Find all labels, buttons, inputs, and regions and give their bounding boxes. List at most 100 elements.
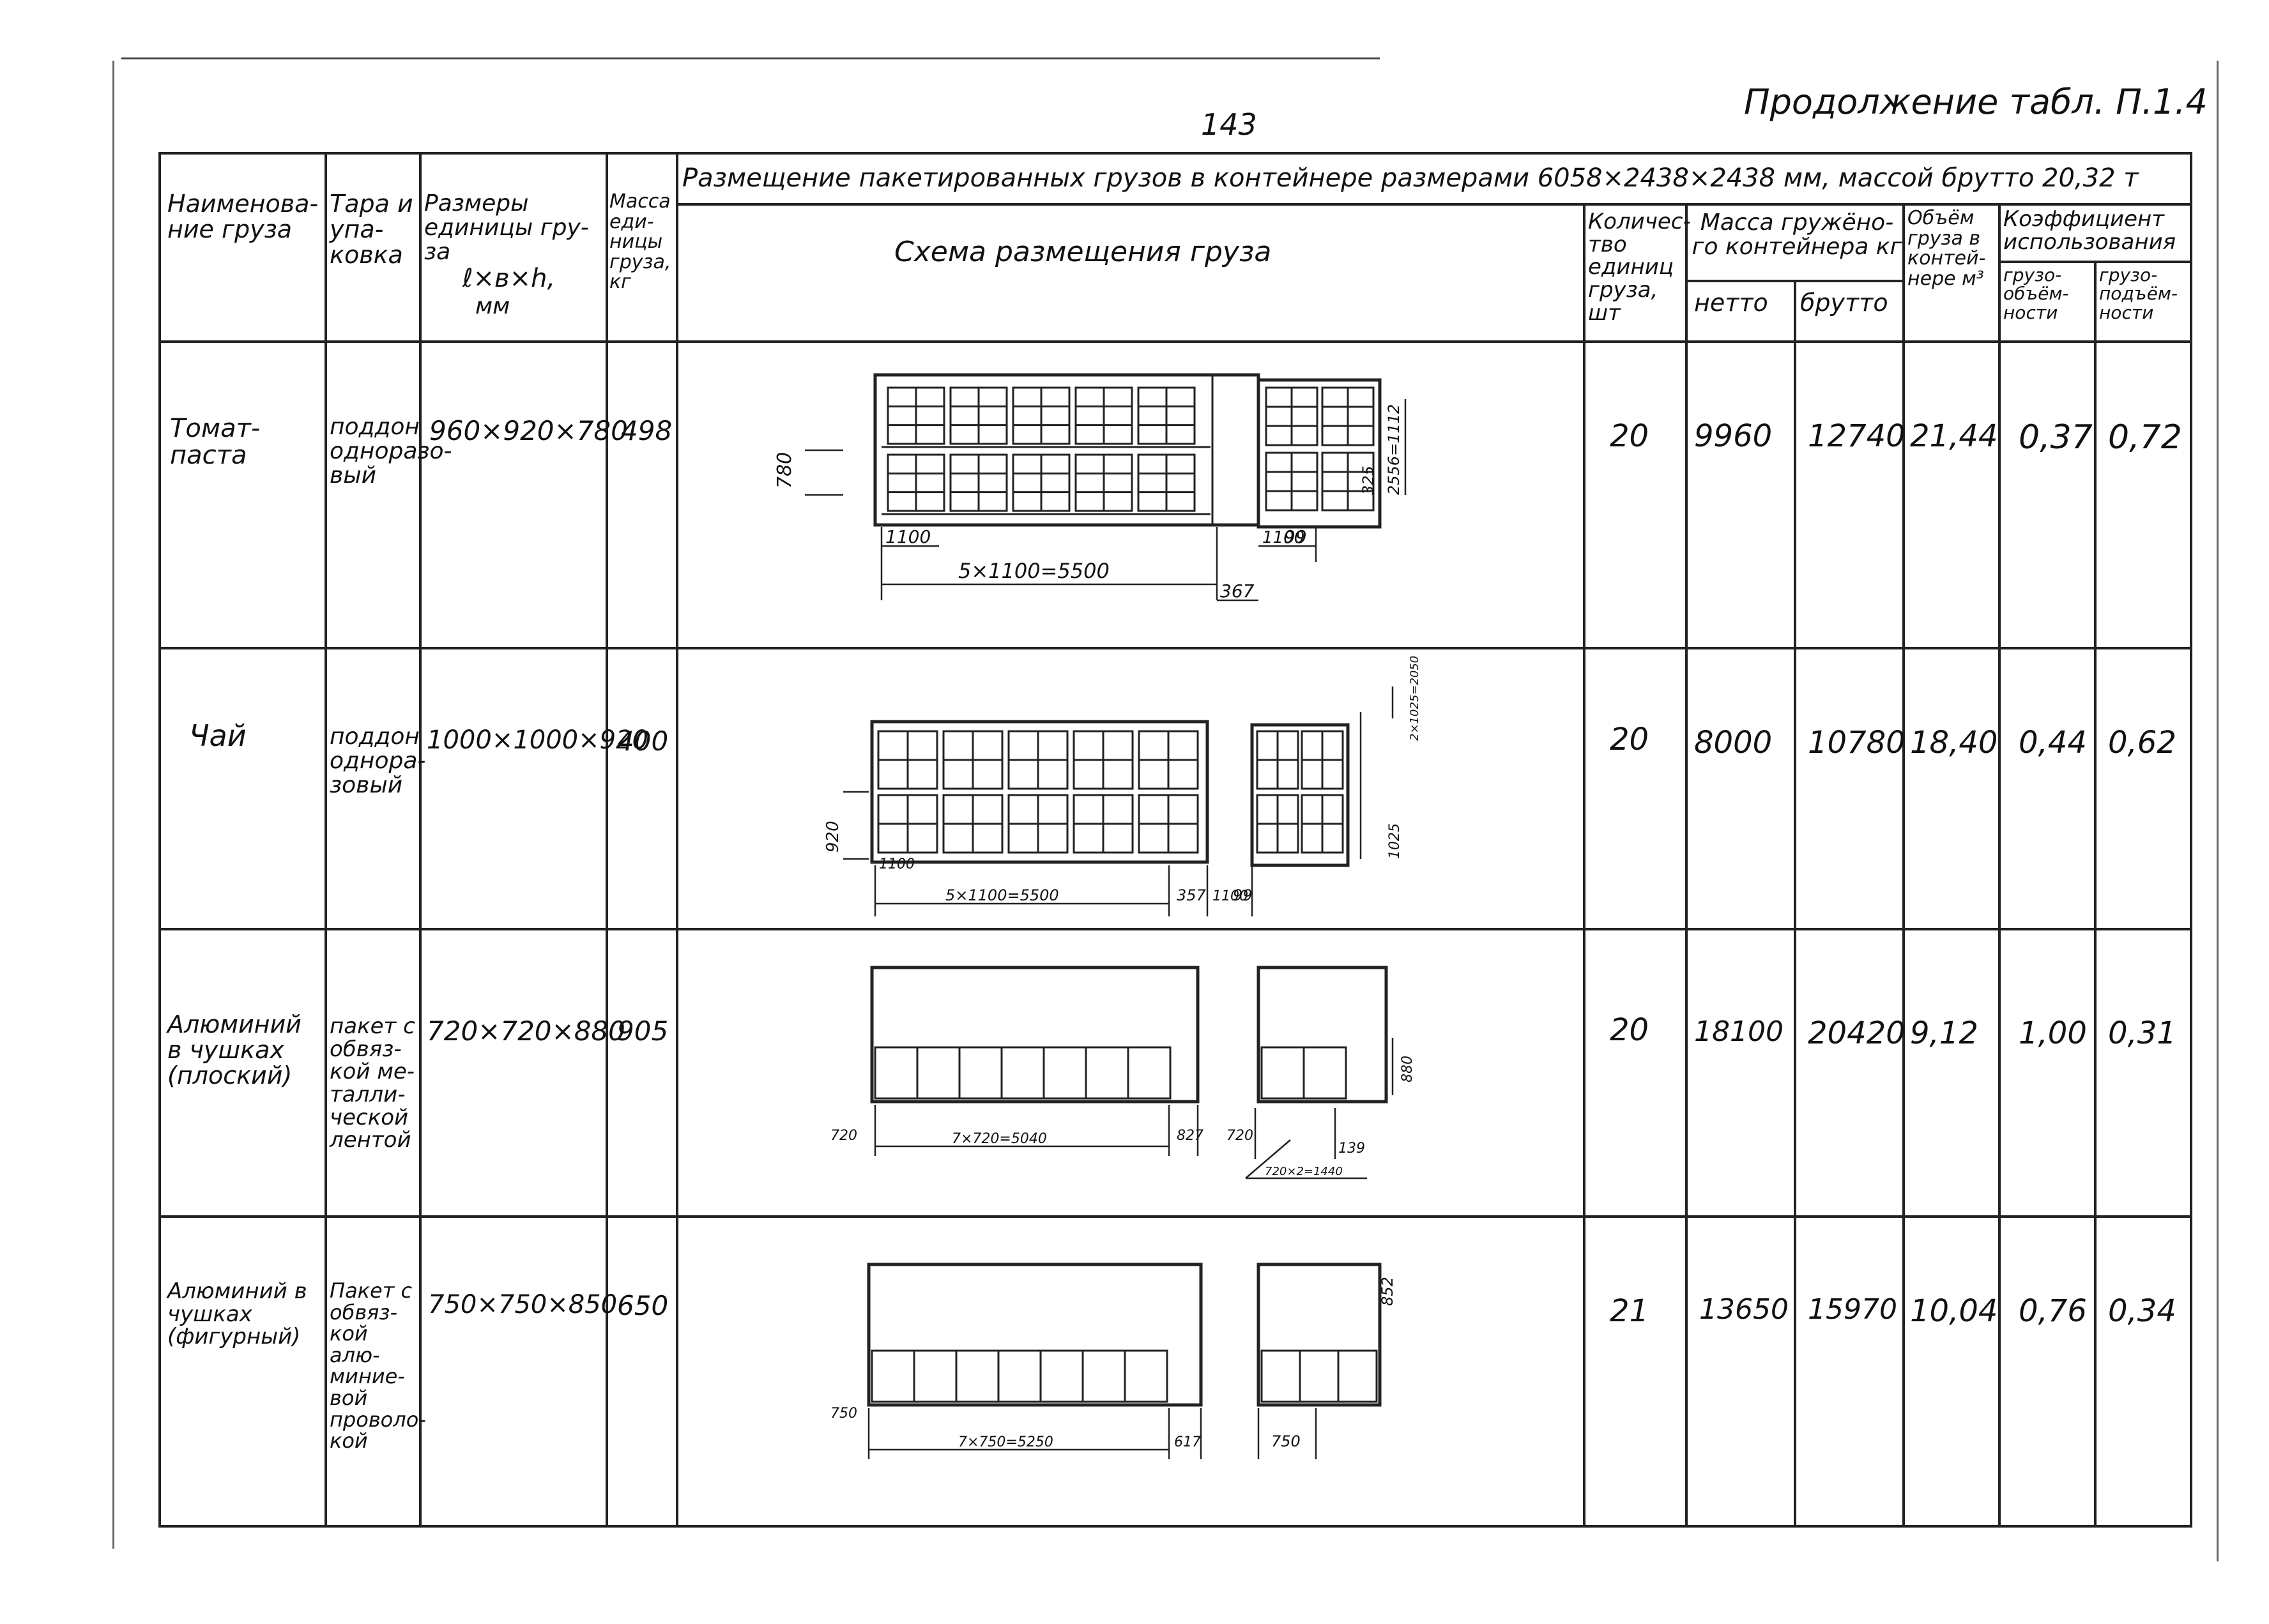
dim-label: 325 bbox=[1359, 466, 1377, 495]
cargo-unit-mass: 498 bbox=[621, 415, 673, 446]
cargo-package bbox=[1127, 1046, 1172, 1100]
coef-volume-value: 1,00 bbox=[2019, 1015, 2087, 1051]
dim-label: 780 bbox=[774, 452, 796, 489]
coef-capacity-value: 0,34 bbox=[2108, 1293, 2176, 1329]
container-net-mass: 18100 bbox=[1694, 1015, 1784, 1048]
dim-label: 1100 bbox=[1212, 888, 1248, 904]
cargo-packaging: поддон одноразо- вый bbox=[330, 414, 452, 489]
page-right-margin-line bbox=[2217, 61, 2219, 1561]
dim-label: 2556=1112 bbox=[1385, 404, 1403, 495]
dim-label: 5×1100=5500 bbox=[958, 559, 1110, 583]
cargo-package bbox=[997, 1349, 1042, 1403]
cargo-package bbox=[1337, 1349, 1378, 1403]
cargo-package bbox=[1039, 1349, 1084, 1403]
cargo-volume: 9,12 bbox=[1910, 1015, 1978, 1051]
placement-scheme-aluminium-flat: 720 7×720=5040 827 720 139 720×2=1440 88… bbox=[830, 966, 1416, 1180]
coef-capacity-value: 0,72 bbox=[2108, 418, 2182, 457]
header-coefficient: Коэффициент использования bbox=[2003, 206, 2176, 255]
cargo-package bbox=[913, 1349, 958, 1403]
cargo-package bbox=[1303, 1046, 1347, 1100]
dim-label: 720 bbox=[1226, 1128, 1253, 1144]
cargo-dimensions: 750×750×850 bbox=[428, 1290, 618, 1319]
header-volume: Объём груза в контей- нере м³ bbox=[1907, 207, 1986, 290]
dim-label: 852 bbox=[1379, 1277, 1396, 1306]
header-container-mass: Масса гружёно- го контейнера кг bbox=[1692, 209, 1902, 260]
dim-label: 750 bbox=[1271, 1432, 1301, 1450]
container-gross-mass: 10780 bbox=[1808, 725, 1906, 761]
cargo-volume: 21,44 bbox=[1910, 418, 1998, 454]
dim-label: 367 bbox=[1220, 581, 1255, 602]
cargo-name: Чай bbox=[189, 718, 247, 753]
cargo-package bbox=[955, 1349, 1000, 1403]
dim-label: 7×750=5250 bbox=[958, 1434, 1053, 1450]
dim-label: 5×1100=5500 bbox=[945, 886, 1059, 904]
header-packaging: Тара и упа- ковка bbox=[330, 190, 413, 269]
dim-label: 7×720=5040 bbox=[952, 1131, 1047, 1147]
container-gross-mass: 20420 bbox=[1808, 1015, 1906, 1051]
dim-label: 1100 bbox=[885, 526, 931, 547]
page-top-rule bbox=[121, 57, 1380, 59]
cargo-dimensions: 1000×1000×920 bbox=[427, 725, 648, 755]
cargo-unit-mass: 905 bbox=[617, 1015, 669, 1047]
header-count: Количес- тво единиц груза, шт bbox=[1588, 209, 1691, 326]
dim-label: 827 bbox=[1177, 1128, 1203, 1144]
cargo-package bbox=[1124, 1349, 1168, 1403]
header-gross: брутто bbox=[1800, 289, 1888, 317]
coef-volume-value: 0,76 bbox=[2019, 1293, 2087, 1329]
cargo-dimensions: 720×720×880 bbox=[427, 1015, 625, 1047]
cargo-package bbox=[1000, 1046, 1045, 1100]
header-mass: Масса еди- ницы груза, кг bbox=[609, 190, 671, 293]
dim-label: 1100 bbox=[879, 856, 915, 872]
coef-volume-value: 0,37 bbox=[2019, 418, 2093, 457]
header-cargo-name: Наименова- ние груза bbox=[167, 190, 319, 243]
cargo-packaging: поддон однора- зовый bbox=[330, 724, 426, 798]
coef-volume-value: 0,44 bbox=[2019, 725, 2087, 761]
cargo-count: 21 bbox=[1610, 1293, 1649, 1329]
cargo-name: Томат- паста bbox=[170, 414, 261, 470]
table-continuation-caption: Продолжение табл. П.1.4 bbox=[1744, 82, 2208, 122]
container-net-mass: 13650 bbox=[1699, 1293, 1789, 1326]
cargo-package bbox=[916, 1046, 961, 1100]
dim-label: 2×1025=2050 bbox=[1408, 656, 1421, 741]
dim-label: 880 bbox=[1400, 1056, 1416, 1082]
cargo-package bbox=[871, 1349, 915, 1403]
header-coef-capacity: грузо- подъём- ности bbox=[2099, 264, 2178, 323]
cargo-count: 20 bbox=[1610, 1012, 1649, 1048]
cargo-package bbox=[874, 1046, 919, 1100]
dim-label: 1100 bbox=[1262, 528, 1304, 547]
dim-label: 920 bbox=[823, 821, 843, 853]
dim-label: 720×2=1440 bbox=[1265, 1165, 1343, 1178]
cargo-package bbox=[1043, 1046, 1087, 1100]
cargo-volume: 18,40 bbox=[1910, 725, 1998, 761]
cargo-dimensions: 960×920×780 bbox=[429, 415, 628, 446]
placement-scheme-aluminium-shaped: 750 7×750=5250 617 750 852 bbox=[830, 1263, 1396, 1459]
container-gross-mass: 12740 bbox=[1808, 418, 1906, 454]
header-net: нетто bbox=[1694, 289, 1768, 317]
dim-label: 750 bbox=[830, 1406, 857, 1422]
cargo-volume: 10,04 bbox=[1910, 1293, 1998, 1329]
cargo-unit-mass: 400 bbox=[617, 725, 669, 757]
cargo-package bbox=[1260, 1349, 1301, 1403]
cargo-name: Алюминий в чушках (фигурный) bbox=[167, 1279, 307, 1350]
dim-label: 139 bbox=[1338, 1141, 1365, 1157]
placement-scheme-tomato: 780 1100 5×1100=5500 367 1100 99 325 255… bbox=[774, 373, 1407, 602]
coef-capacity-value: 0,31 bbox=[2108, 1015, 2176, 1051]
page-number: 143 bbox=[1201, 107, 1257, 142]
cargo-unit-mass: 650 bbox=[617, 1290, 669, 1321]
coef-capacity-value: 0,62 bbox=[2108, 725, 2176, 761]
header-dimensions: Размеры единицы гру- за ℓ×в×h, мм bbox=[424, 192, 603, 320]
placement-scheme-tea: 920 1100 5×1100=5500 357 1100 99 1025 2×… bbox=[823, 656, 1421, 916]
cargo-package bbox=[1260, 1046, 1305, 1100]
header-dimensions-line2: ℓ×в×h, bbox=[462, 264, 556, 294]
header-scheme: Схема размещения груза bbox=[894, 236, 1272, 268]
header-dimensions-line3: мм bbox=[475, 293, 510, 320]
cargo-count: 20 bbox=[1610, 722, 1649, 757]
dim-label: 1025 bbox=[1387, 823, 1403, 859]
cargo-package bbox=[1299, 1349, 1340, 1403]
cargo-count: 20 bbox=[1610, 418, 1649, 454]
cargo-package bbox=[958, 1046, 1003, 1100]
dim-label: 720 bbox=[830, 1128, 857, 1144]
cargo-package bbox=[1085, 1046, 1129, 1100]
dim-label: 99 bbox=[1233, 886, 1253, 904]
